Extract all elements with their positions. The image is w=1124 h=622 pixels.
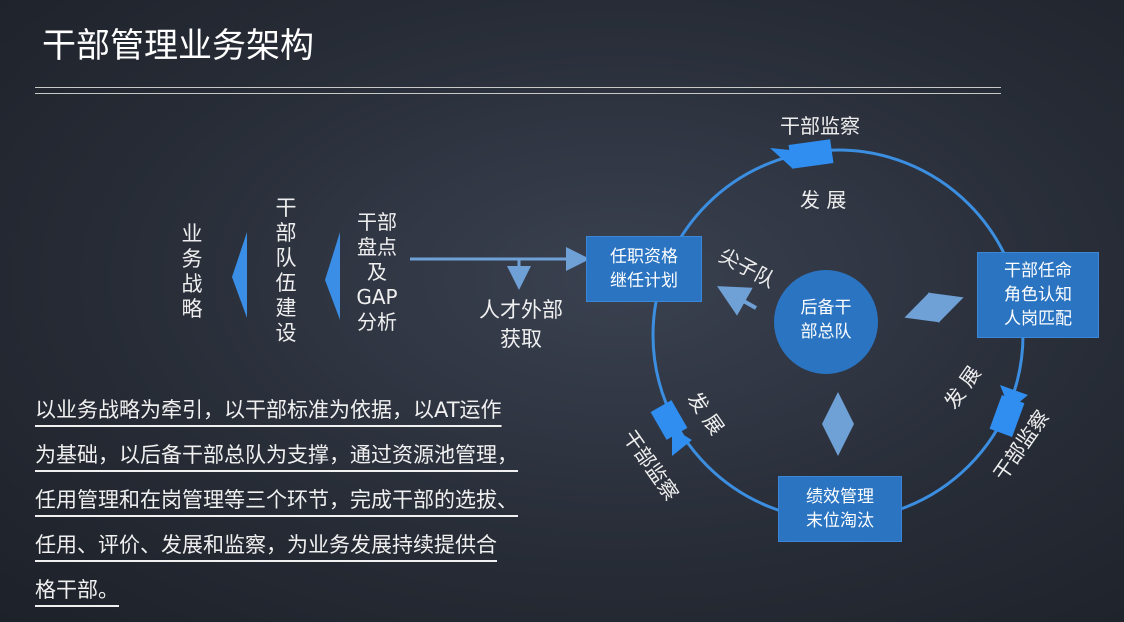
supervision-marker <box>650 400 692 456</box>
chevron-left-icon <box>325 232 340 320</box>
supervision-marker <box>989 385 1028 438</box>
qualification-box: 任职资格继任计划 <box>586 236 702 302</box>
page-title: 干部管理业务架构 <box>42 26 314 66</box>
external-talent-label: 人才外部 获取 <box>479 298 563 351</box>
business-strategy-label: 业务战略 <box>181 222 203 321</box>
bidirectional-arrow <box>904 292 964 323</box>
performance-box: 绩效管理末位淘汰 <box>778 476 902 542</box>
divider <box>35 87 1001 88</box>
reserve-team-label: 后备干部总队 <box>800 298 852 342</box>
spike-arrow <box>717 286 757 316</box>
appointment-box: 干部任命角色认知人岗匹配 <box>977 252 1099 338</box>
cadre-team-building-label: 干部队伍建设 <box>275 196 297 345</box>
supervision-label-top: 干部监察 <box>780 114 860 138</box>
reserve-team-circle <box>774 270 878 374</box>
chevron-left-icon <box>232 232 247 318</box>
divider <box>35 93 1001 94</box>
supervision-marker <box>770 139 834 169</box>
development-label-top: 发 展 <box>800 188 847 212</box>
summary-paragraph: 以业务战略为牵引，以干部标准为依据，以AT运作 为基础，以后备干部总队为支撑，通… <box>35 398 518 602</box>
inventory-gap-label: 干部 盘点 及 GAP 分析 <box>356 210 398 334</box>
